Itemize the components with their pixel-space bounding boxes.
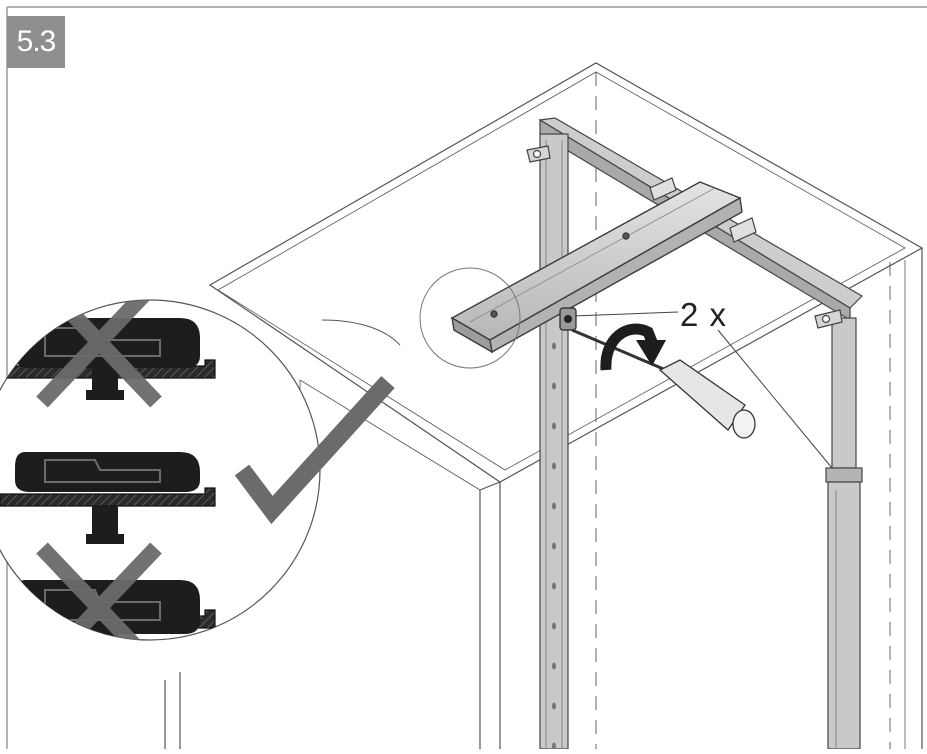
upright-hole [552,702,556,710]
upright-hole [552,662,556,670]
rotate-clockwise-icon [600,323,666,371]
upright-hole [552,382,556,390]
upright-hole [552,622,556,630]
check-icon [234,375,395,525]
upright-hole [552,342,556,350]
upright-hole [552,502,556,510]
detail-pointer [321,319,401,346]
leader-lines [571,311,833,469]
quantity-label: 2 x [680,296,728,333]
upright-hole [552,542,556,550]
upright-hole [552,422,556,430]
screwdriver [571,328,756,439]
upright-holes [552,342,556,750]
cross-icon [36,542,162,640]
zoom-circle [419,267,521,369]
cross-rail [450,181,743,354]
screw [559,307,577,331]
upright-hole [552,742,556,750]
upright-hole [552,462,556,470]
step-number-badge: 5.3 [7,16,65,68]
profile-correct [0,452,216,544]
upright-hole [552,582,556,590]
detail-content [0,300,216,640]
